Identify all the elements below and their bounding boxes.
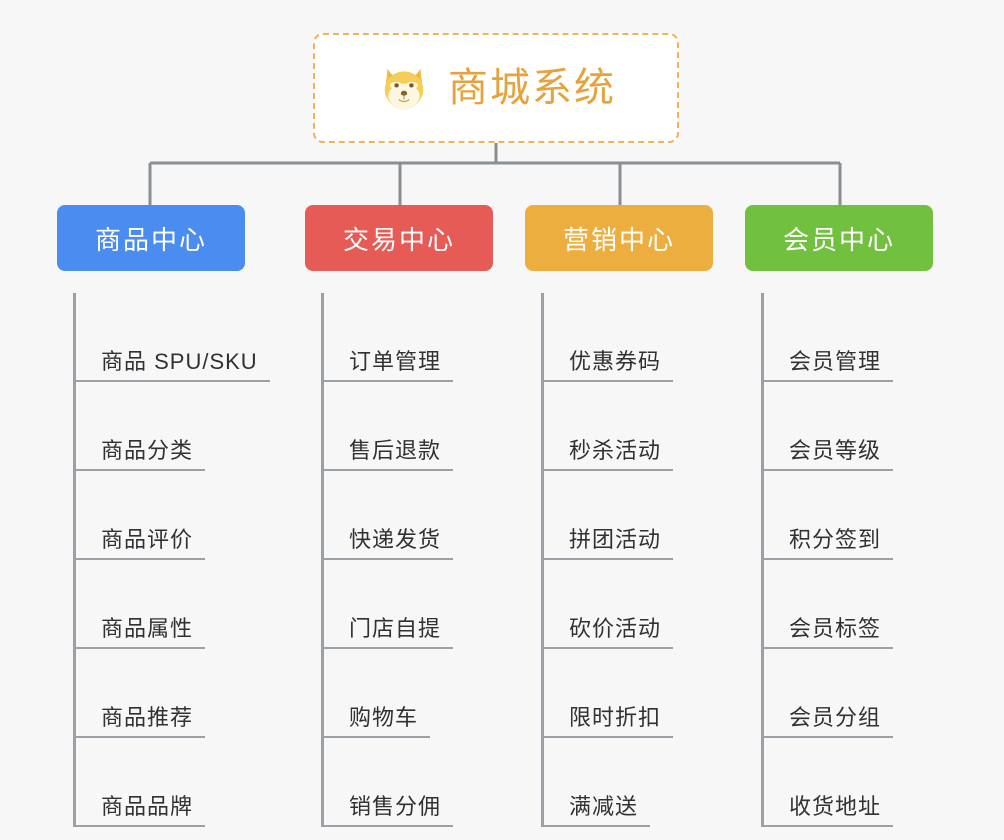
leaf-item-label: 积分签到 xyxy=(789,527,882,552)
leaf-item-label: 商品分类 xyxy=(101,438,194,463)
leaf-item-label: 拼团活动 xyxy=(569,527,662,552)
column-spine xyxy=(541,293,544,827)
leaf-item-label: 商品属性 xyxy=(101,616,194,641)
leaf-underline xyxy=(541,469,673,471)
leaf-underline xyxy=(73,380,270,382)
leaf-item[interactable]: 快递发货 xyxy=(321,471,505,560)
leaf-item[interactable]: 秒杀活动 xyxy=(541,382,725,471)
root-node[interactable]: 商城系统 xyxy=(313,33,679,143)
leaf-underline xyxy=(761,469,893,471)
category-label: 商品中心 xyxy=(94,224,207,255)
leaf-item-label: 商品评价 xyxy=(101,527,194,552)
leaf-underline xyxy=(73,469,205,471)
category-box-3[interactable]: 会员中心 xyxy=(745,205,933,271)
column-spine xyxy=(761,293,764,827)
leaf-underline xyxy=(761,736,893,738)
leaf-item[interactable]: 售后退款 xyxy=(321,382,505,471)
leaf-underline xyxy=(541,736,673,738)
category-box-0[interactable]: 商品中心 xyxy=(57,205,245,271)
leaf-item-label: 会员分组 xyxy=(789,705,882,730)
root-title: 商城系统 xyxy=(448,66,616,110)
leaf-item[interactable]: 会员管理 xyxy=(761,293,945,382)
category-label: 营销中心 xyxy=(562,224,675,255)
category-box-1[interactable]: 交易中心 xyxy=(305,205,493,271)
leaf-underline xyxy=(321,558,453,560)
leaf-item-label: 优惠券码 xyxy=(569,349,662,374)
leaf-item-label: 商品 SPU/SKU xyxy=(101,349,258,374)
leaf-underline xyxy=(73,647,205,649)
leaf-item-label: 订单管理 xyxy=(349,349,442,374)
leaf-item[interactable]: 销售分佣 xyxy=(321,738,505,827)
leaf-item-label: 限时折扣 xyxy=(569,705,662,730)
column-spine xyxy=(73,293,76,827)
leaf-underline xyxy=(321,647,453,649)
leaf-item[interactable]: 购物车 xyxy=(321,649,505,738)
leaf-item[interactable]: 拼团活动 xyxy=(541,471,725,560)
leaf-item[interactable]: 满减送 xyxy=(541,738,725,827)
leaf-item[interactable]: 商品分类 xyxy=(73,382,257,471)
category-column-0: 商品中心商品 SPU/SKU 商品分类商品评价商品属性商品推荐商品品牌 xyxy=(57,205,270,827)
category-column-1: 交易中心订单管理售后退款快递发货门店自提购物车销售分佣 xyxy=(305,205,505,827)
leaf-item[interactable]: 会员标签 xyxy=(761,560,945,649)
leaf-underline xyxy=(321,469,453,471)
category-label: 会员中心 xyxy=(782,224,895,255)
leaf-underline xyxy=(321,736,430,738)
leaf-item-label: 收货地址 xyxy=(789,794,882,819)
leaf-item-label: 会员标签 xyxy=(789,616,882,641)
leaf-item-label: 快递发货 xyxy=(349,527,442,552)
leaf-underline xyxy=(73,736,205,738)
leaf-item-label: 秒杀活动 xyxy=(569,438,662,463)
leaf-underline xyxy=(761,647,893,649)
leaf-item-label: 购物车 xyxy=(349,705,419,730)
leaf-underline xyxy=(761,380,893,382)
leaf-item[interactable]: 订单管理 xyxy=(321,293,505,382)
leaf-item-label: 会员等级 xyxy=(789,438,882,463)
leaf-list-3: 会员管理会员等级积分签到会员标签会员分组收货地址 xyxy=(745,293,945,827)
leaf-underline xyxy=(73,558,205,560)
leaf-underline xyxy=(73,825,205,827)
leaf-item[interactable]: 商品品牌 xyxy=(73,738,257,827)
leaf-item[interactable]: 砍价活动 xyxy=(541,560,725,649)
leaf-item[interactable]: 商品属性 xyxy=(73,560,257,649)
leaf-underline xyxy=(541,380,673,382)
leaf-item[interactable]: 限时折扣 xyxy=(541,649,725,738)
leaf-underline xyxy=(541,558,673,560)
leaf-item-label: 商品品牌 xyxy=(101,794,194,819)
leaf-underline xyxy=(541,647,673,649)
leaf-item[interactable]: 会员分组 xyxy=(761,649,945,738)
leaf-item-label: 会员管理 xyxy=(789,349,882,374)
leaf-item[interactable]: 优惠券码 xyxy=(541,293,725,382)
category-label: 交易中心 xyxy=(342,224,455,255)
leaf-item[interactable]: 门店自提 xyxy=(321,560,505,649)
leaf-list-0: 商品 SPU/SKU 商品分类商品评价商品属性商品推荐商品品牌 xyxy=(57,293,270,827)
leaf-item-label: 门店自提 xyxy=(349,616,442,641)
category-box-2[interactable]: 营销中心 xyxy=(525,205,713,271)
shiba-dog-face-icon xyxy=(384,68,424,110)
leaf-item[interactable]: 商品推荐 xyxy=(73,649,257,738)
leaf-underline xyxy=(321,825,453,827)
category-column-2: 营销中心优惠券码秒杀活动拼团活动砍价活动限时折扣满减送 xyxy=(525,205,725,827)
leaf-item-label: 砍价活动 xyxy=(569,616,662,641)
leaf-list-1: 订单管理售后退款快递发货门店自提购物车销售分佣 xyxy=(305,293,505,827)
leaf-underline xyxy=(761,558,893,560)
leaf-item[interactable]: 收货地址 xyxy=(761,738,945,827)
leaf-underline xyxy=(761,825,893,827)
leaf-list-2: 优惠券码秒杀活动拼团活动砍价活动限时折扣满减送 xyxy=(525,293,725,827)
leaf-item-label: 商品推荐 xyxy=(101,705,194,730)
leaf-item-label: 销售分佣 xyxy=(349,794,442,819)
leaf-item-label: 售后退款 xyxy=(349,438,442,463)
leaf-item[interactable]: 商品评价 xyxy=(73,471,257,560)
leaf-item[interactable]: 会员等级 xyxy=(761,382,945,471)
category-column-3: 会员中心会员管理会员等级积分签到会员标签会员分组收货地址 xyxy=(745,205,945,827)
leaf-item[interactable]: 商品 SPU/SKU xyxy=(73,293,270,382)
leaf-underline xyxy=(321,380,453,382)
leaf-underline xyxy=(541,825,650,827)
column-spine xyxy=(321,293,324,827)
leaf-item[interactable]: 积分签到 xyxy=(761,471,945,560)
leaf-item-label: 满减送 xyxy=(569,794,639,819)
